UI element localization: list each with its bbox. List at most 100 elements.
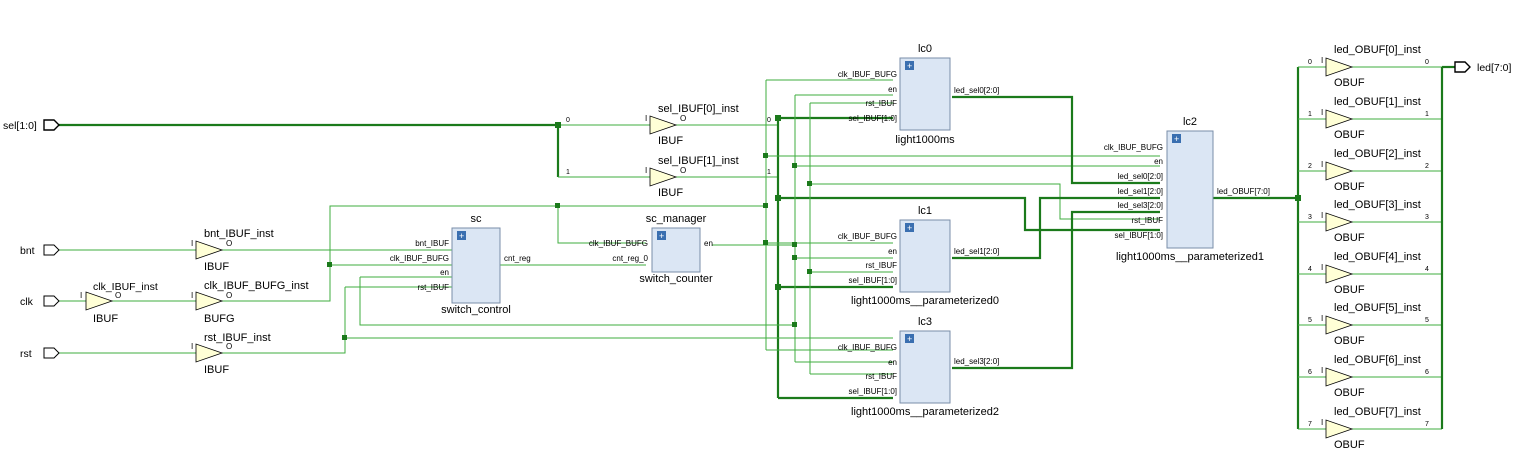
sel1-ibuf[interactable]: sel_IBUF[1]_inst I O IBUF: [645, 155, 739, 199]
svg-text:+: +: [1174, 134, 1179, 144]
svg-text:I: I: [645, 114, 647, 123]
bnt-ibuf[interactable]: bnt_IBUF_inst I O IBUF: [191, 228, 274, 273]
buffer-triangle-icon: [85, 291, 114, 311]
svg-text:I: I: [1321, 56, 1323, 65]
buffer-triangle-icon: [195, 291, 224, 311]
cell-lc0[interactable]: lc0 + clk_IBUF_BUFG en rst_IBUF sel_IBUF…: [838, 43, 1000, 146]
cell-sc-type: switch_control: [441, 304, 511, 316]
clk-bufg-type: BUFG: [204, 313, 235, 325]
output-port-icon: [1454, 61, 1471, 73]
svg-text:I: I: [80, 291, 82, 300]
svg-text:O: O: [226, 239, 232, 248]
port-clk-label: clk: [20, 296, 34, 308]
svg-text:OBUF: OBUF: [1334, 387, 1365, 399]
svg-text:sel_IBUF[1:0]: sel_IBUF[1:0]: [849, 114, 897, 123]
svg-text:3: 3: [1308, 214, 1312, 221]
obuf-7[interactable]: led_OBUF[7]_inst I 7 7 OBUF: [1308, 406, 1429, 451]
cell-sc[interactable]: sc + bnt_IBUF clk_IBUF_BUFG en rst_IBUF …: [390, 213, 531, 316]
expand-icon[interactable]: [905, 334, 914, 343]
svg-text:led_OBUF[7]_inst: led_OBUF[7]_inst: [1334, 406, 1421, 418]
expand-icon[interactable]: [905, 223, 914, 232]
svg-text:OBUF: OBUF: [1334, 284, 1365, 296]
obuf-2[interactable]: led_OBUF[2]_inst I 2 2 OBUF: [1308, 148, 1429, 193]
rst-ibuf[interactable]: rst_IBUF_inst I O IBUF: [191, 332, 271, 376]
expand-icon[interactable]: [905, 61, 914, 70]
svg-text:OBUF: OBUF: [1334, 232, 1365, 244]
port-sel-label: sel[1:0]: [3, 120, 37, 132]
svg-text:led_OBUF[4]_inst: led_OBUF[4]_inst: [1334, 251, 1421, 263]
svg-text:bnt_IBUF: bnt_IBUF: [415, 239, 449, 248]
sel0-ibuf-name: sel_IBUF[0]_inst: [658, 103, 739, 115]
cell-lc1-name: lc1: [918, 205, 932, 217]
port-clk[interactable]: clk: [20, 295, 60, 308]
svg-text:led_OBUF[6]_inst: led_OBUF[6]_inst: [1334, 354, 1421, 366]
svg-text:led_OBUF[5]_inst: led_OBUF[5]_inst: [1334, 302, 1421, 314]
cell-sc-name: sc: [471, 213, 483, 225]
buffer-triangle-icon: [1325, 57, 1354, 77]
svg-text:7: 7: [1425, 421, 1429, 428]
clk-bufg[interactable]: clk_IBUF_BUFG_inst I O BUFG: [191, 280, 309, 325]
cell-lc0-name: lc0: [918, 43, 932, 55]
port-bnt[interactable]: bnt: [20, 244, 60, 257]
obuf-3[interactable]: led_OBUF[3]_inst I 3 3 OBUF: [1308, 199, 1429, 244]
svg-text:en: en: [888, 247, 897, 256]
port-sel[interactable]: sel[1:0]: [3, 119, 60, 132]
cell-sc-manager-name: sc_manager: [646, 213, 707, 225]
input-port-icon: [43, 119, 60, 131]
svg-text:O: O: [226, 291, 232, 300]
svg-text:I: I: [1321, 366, 1323, 375]
expand-icon[interactable]: [457, 231, 466, 240]
port-rst-label: rst: [20, 348, 32, 360]
clk-ibuf-type: IBUF: [93, 313, 118, 325]
bnt-ibuf-type: IBUF: [204, 261, 229, 273]
cell-sc-manager[interactable]: sc_manager + clk_IBUF_BUFG cnt_reg_0 en …: [589, 213, 713, 285]
buffer-triangle-icon: [649, 167, 678, 187]
expand-icon[interactable]: [1172, 134, 1181, 143]
sel0-ibuf[interactable]: sel_IBUF[0]_inst I O IBUF: [645, 103, 739, 147]
port-rst[interactable]: rst: [20, 347, 60, 360]
svg-text:cnt_reg: cnt_reg: [504, 254, 531, 263]
svg-text:1: 1: [767, 169, 771, 176]
expand-icon[interactable]: [657, 231, 666, 240]
buffer-triangle-icon: [195, 343, 224, 363]
cell-sc-manager-type: switch_counter: [639, 273, 713, 285]
port-led[interactable]: led[7:0]: [1454, 61, 1512, 74]
port-led-label: led[7:0]: [1477, 62, 1512, 74]
svg-text:OBUF: OBUF: [1334, 129, 1365, 141]
svg-text:I: I: [1321, 108, 1323, 117]
buffer-triangle-icon: [1325, 315, 1354, 335]
svg-text:I: I: [1321, 418, 1323, 427]
buffer-triangle-icon: [649, 115, 678, 135]
buffer-triangle-icon: [195, 240, 224, 260]
svg-text:5: 5: [1308, 317, 1312, 324]
cell-lc2[interactable]: lc2 + clk_IBUF_BUFG en led_sel0[2:0] led…: [1104, 116, 1270, 263]
obuf-1[interactable]: led_OBUF[1]_inst I 1 1 OBUF: [1308, 96, 1429, 141]
svg-text:led_OBUF[3]_inst: led_OBUF[3]_inst: [1334, 199, 1421, 211]
obuf-5[interactable]: led_OBUF[5]_inst I 5 5 OBUF: [1308, 302, 1429, 347]
svg-text:led_OBUF[1]_inst: led_OBUF[1]_inst: [1334, 96, 1421, 108]
svg-text:0: 0: [767, 117, 771, 124]
svg-text:I: I: [1321, 160, 1323, 169]
cell-lc2-name: lc2: [1183, 116, 1197, 128]
svg-text:O: O: [115, 291, 121, 300]
obuf-0[interactable]: led_OBUF[0]_inst I 0 0 OBUF: [1308, 44, 1429, 89]
rst-ibuf-type: IBUF: [204, 364, 229, 376]
buffer-triangle-icon: [1325, 367, 1354, 387]
svg-text:4: 4: [1425, 266, 1429, 273]
svg-text:OBUF: OBUF: [1334, 439, 1365, 451]
svg-text:2: 2: [1308, 163, 1312, 170]
clk-ibuf[interactable]: clk_IBUF_inst I O IBUF: [80, 281, 158, 325]
svg-text:cnt_reg_0: cnt_reg_0: [612, 254, 648, 263]
svg-text:led_sel0[2:0]: led_sel0[2:0]: [954, 86, 999, 95]
input-port-icon: [43, 244, 60, 256]
svg-text:led_sel3[2:0]: led_sel3[2:0]: [1118, 201, 1163, 210]
cell-lc1[interactable]: lc1 + clk_IBUF_BUFG en rst_IBUF sel_IBUF…: [838, 205, 1000, 307]
obuf-4[interactable]: led_OBUF[4]_inst I 4 4 OBUF: [1308, 251, 1429, 296]
svg-text:led_OBUF[7:0]: led_OBUF[7:0]: [1217, 187, 1270, 196]
svg-text:0: 0: [1425, 59, 1429, 66]
cell-lc3[interactable]: lc3 + clk_IBUF_BUFG en rst_IBUF sel_IBUF…: [838, 316, 1000, 418]
obuf-6[interactable]: led_OBUF[6]_inst I 6 6 OBUF: [1308, 354, 1429, 399]
svg-text:led_sel0[2:0]: led_sel0[2:0]: [1118, 172, 1163, 181]
svg-text:rst_IBUF: rst_IBUF: [865, 261, 897, 270]
buffer-triangle-icon: [1325, 212, 1354, 232]
